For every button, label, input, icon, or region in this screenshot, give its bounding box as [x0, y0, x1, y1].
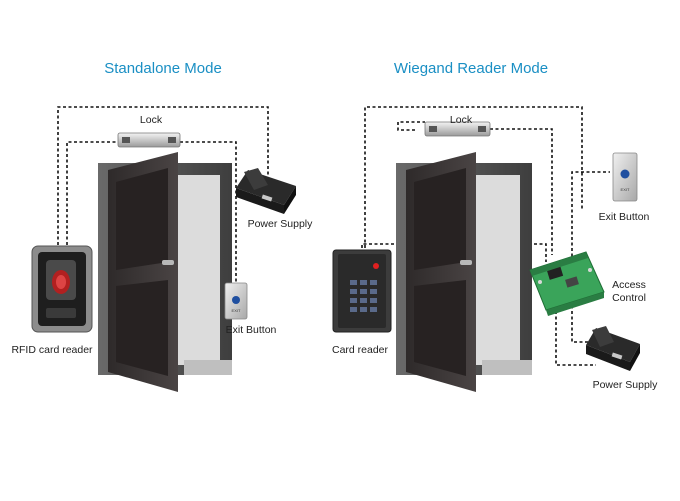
standalone-exit-plate-text: EXIT	[232, 308, 241, 313]
wiegand-exit-button-label: Exit Button	[599, 211, 650, 223]
standalone-title: Standalone Mode	[104, 60, 222, 77]
standalone-power-supply-label: Power Supply	[248, 218, 314, 230]
wiegand-exit-plate-text: EXIT	[621, 187, 630, 192]
standalone-section: EXIT Standalone Mode Lock Power Supply E…	[11, 60, 313, 392]
standalone-lock-icon	[117, 132, 181, 148]
standalone-exit-button-icon: EXIT	[224, 282, 248, 320]
wiegand-power-supply-label: Power Supply	[593, 379, 659, 391]
standalone-wires	[57, 106, 269, 283]
wiegand-access-control-label-line2: Control	[612, 292, 646, 304]
wiegand-reader-label: Card reader	[332, 344, 389, 356]
wiegand-section: EXIT	[332, 60, 658, 392]
wiegand-lock-label: Lock	[450, 114, 473, 126]
standalone-lock-label: Lock	[140, 114, 163, 126]
wiegand-lock-icon	[424, 121, 491, 137]
standalone-rfid-reader-icon	[31, 245, 93, 333]
wiegand-door	[396, 152, 532, 392]
wiegand-access-control-board-icon	[529, 251, 605, 316]
wiegand-title: Wiegand Reader Mode	[394, 60, 548, 77]
standalone-power-supply-icon	[236, 168, 296, 214]
standalone-door	[98, 152, 232, 392]
wiegand-exit-button-icon: EXIT	[612, 152, 638, 202]
standalone-exit-button-label: Exit Button	[226, 324, 277, 336]
wiegand-access-control-label-line1: Access	[612, 279, 646, 291]
wiegand-power-supply-icon	[586, 326, 640, 371]
wiegand-card-reader-icon	[332, 249, 392, 333]
standalone-reader-label: RFID card reader	[11, 344, 93, 356]
